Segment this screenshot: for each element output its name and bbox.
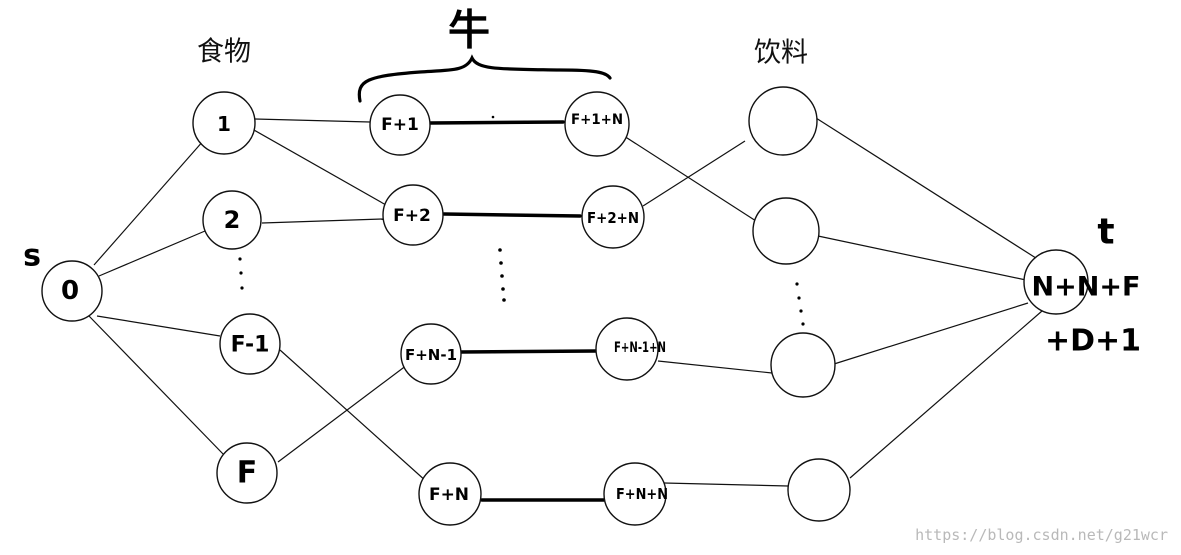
cow-brace — [357, 54, 612, 103]
sink-name: t — [1097, 212, 1114, 253]
sink-node-label-line1: N+N+F — [1032, 272, 1141, 303]
cow-out-node-n-1-label: F+N-1+N — [614, 340, 666, 356]
cow-out-node-n: F+N+N — [603, 462, 668, 526]
drink-node-4 — [787, 458, 851, 522]
cow-in-node-n: F+N — [418, 462, 482, 526]
food-node-1-label: 1 — [217, 112, 231, 136]
drink-header: 饮料 — [754, 38, 808, 69]
food-node-2-label: 2 — [224, 206, 241, 234]
edge-source-food-f-1 — [96, 315, 221, 337]
food-node-f-1-label: F-1 — [231, 333, 270, 358]
food-node-f: F — [216, 442, 278, 504]
drink-node-2 — [752, 197, 820, 265]
edge-cow-2 — [442, 212, 582, 218]
food-node-f-label: F — [237, 456, 258, 491]
cow-in-node-2: F+2 — [382, 184, 444, 246]
stray-dot — [491, 115, 495, 119]
ellipsis-drink — [795, 282, 805, 326]
sink-node-label-line2: +D+1 — [1045, 324, 1141, 359]
food-header: 食物 — [197, 37, 251, 68]
cow-header: 牛 — [448, 6, 490, 55]
sink-node: N+N+F +D+1 — [1023, 249, 1141, 359]
edge-cow-1 — [428, 120, 565, 125]
cow-out-node-1-label: F+1+N — [571, 112, 623, 128]
edge-source-food-2 — [98, 230, 206, 277]
cow-in-node-1: F+1 — [369, 94, 431, 156]
edge-drink-3-sink — [833, 302, 1029, 365]
cow-in-node-n-1: F+N-1 — [400, 323, 462, 385]
drink-nodes — [748, 86, 851, 522]
food-nodes: 1 2 F-1 F — [192, 91, 281, 504]
edge-food-f-cow-in-n-1 — [277, 361, 412, 463]
edge-cow-out-n-drink-4 — [663, 482, 789, 487]
food-node-2: 2 — [202, 190, 262, 250]
cow-out-node-2-label: F+2+N — [587, 209, 639, 227]
edge-cow-out-1-drink-2 — [623, 135, 757, 222]
edges — [88, 117, 1043, 502]
ellipsis-cow — [498, 248, 506, 302]
edge-cow-out-2-drink-1 — [642, 140, 746, 207]
edge-drink-4-sink — [849, 310, 1043, 479]
drink-node-1 — [748, 86, 818, 156]
edge-source-food-f — [88, 315, 226, 457]
cow-in-node-2-label: F+2 — [393, 206, 431, 226]
source-name: s — [23, 239, 41, 274]
cow-out-node-2: F+2+N — [581, 185, 645, 249]
edge-drink-2-sink — [817, 235, 1027, 281]
edge-food-1-cow-in-1 — [254, 118, 371, 123]
ellipsis-food — [238, 257, 244, 290]
source-node: 0 — [41, 260, 103, 322]
food-node-f-1: F-1 — [219, 313, 281, 375]
cow-in-node-n-1-label: F+N-1 — [405, 346, 457, 364]
drink-node-3 — [770, 332, 836, 398]
cow-out-node-1: F+1+N — [564, 91, 630, 157]
edge-source-food-1 — [93, 139, 205, 266]
cow-in-node-1-label: F+1 — [381, 115, 419, 135]
edge-food-1-cow-in-2 — [253, 129, 387, 206]
edge-cow-out-n-1-drink-3 — [657, 360, 773, 374]
cow-out-node-n-label: F+N+N — [616, 485, 668, 503]
edge-drink-1-sink — [815, 117, 1040, 261]
cow-out-nodes: F+1+N F+2+N F+N-1+N F+N+N — [564, 91, 668, 526]
edge-cow-n-1 — [459, 349, 599, 354]
edge-food-2-cow-in-2 — [261, 218, 384, 224]
cow-in-node-n-label: F+N — [429, 485, 469, 505]
cow-out-node-n-1: F+N-1+N — [595, 317, 666, 381]
food-node-1: 1 — [192, 91, 256, 155]
source-node-label: 0 — [61, 276, 79, 306]
cow-in-nodes: F+1 F+2 F+N-1 F+N — [369, 94, 482, 526]
watermark: https://blog.csdn.net/g21wcr — [915, 526, 1168, 544]
edge-food-f-1-cow-in-n — [279, 349, 428, 483]
